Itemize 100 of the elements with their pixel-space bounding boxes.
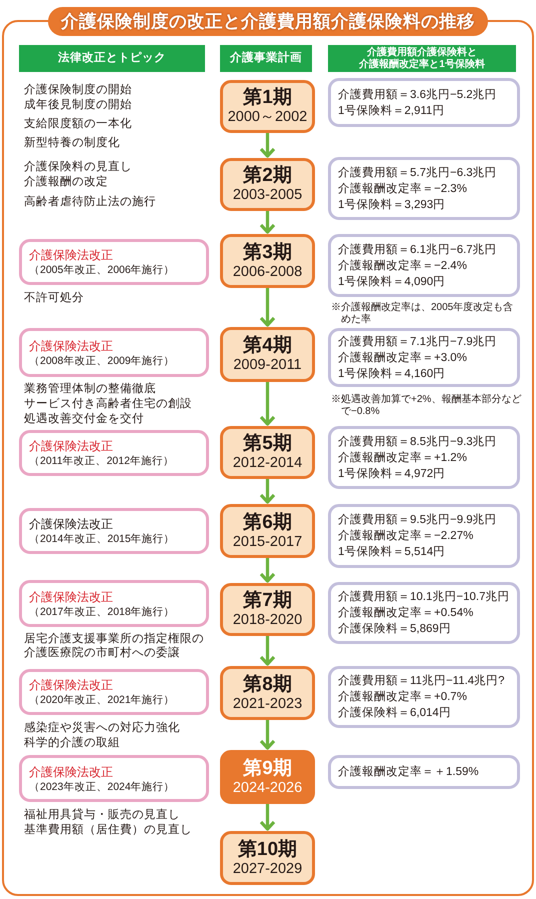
topic-text: サービス付き高齢者住宅の創設 [24, 397, 192, 411]
arrow [259, 211, 276, 234]
figures-box [328, 328, 520, 387]
period-title: 第8期 [243, 674, 292, 696]
header-text: 介護費用額介護保険料と [367, 46, 477, 58]
period-years: 2006-2008 [232, 264, 302, 280]
figure-text: 1号保険料＝4,160円 [338, 366, 446, 382]
topic-text: 居宅介護支援事業所の指定権限の介護医療院の市町村への委譲 [24, 632, 205, 660]
period-years: 2024-2026 [232, 780, 302, 796]
period-box [220, 504, 315, 558]
period-box [220, 426, 315, 479]
period-title: 第6期 [243, 512, 292, 534]
figures-box [328, 157, 520, 220]
figure-text: 1号保険料＝3,293円 [338, 198, 446, 212]
period-title: 第2期 [243, 165, 292, 187]
figure-text: 介護費用額＝10.1兆円−10.7兆円 [338, 590, 510, 605]
revision-title: 介護保険法改正 [29, 338, 113, 354]
revision-title: 介護保険法改正 [29, 247, 113, 263]
revision-dates: （2005年改正、2006年施行） [29, 263, 175, 277]
topic-text: 新型特養の制度化 [24, 136, 120, 150]
figure-text: 介護報酬改定率＝−2.4% [338, 258, 467, 274]
arrow [259, 558, 276, 583]
figure-text: 介護報酬改定率＝+1.2% [338, 450, 467, 466]
period-title: 第1期 [243, 87, 292, 109]
arrow [259, 720, 276, 750]
arrow [259, 288, 276, 327]
column-header [220, 45, 312, 72]
period-years: 2009-2011 [233, 357, 302, 374]
revision-title: 介護保険法改正 [29, 764, 113, 780]
revision-dates: （2014年改正、2015年施行） [29, 532, 175, 546]
period-title: 第5期 [243, 433, 292, 455]
figure-text: 介護費用額＝7.1兆円−7.9兆円 [338, 334, 497, 350]
figures-box [328, 666, 520, 728]
revision-title: 介護保険法改正 [29, 588, 113, 604]
topic-text: 処遇改善交付金を交付 [24, 412, 144, 426]
period-box [220, 158, 315, 211]
figures-box [328, 234, 520, 297]
period-title: 第4期 [243, 335, 292, 357]
topic-text: 介護報酬の改定 [24, 175, 108, 189]
topic-text: 感染症や災害への対応力強化 [24, 721, 180, 735]
period-box [220, 327, 315, 382]
revision-dates: （2008年改正、2009年施行） [29, 354, 175, 368]
footnote: ※処遇改善加算で+2%、報酬基本部分などで−0.8% [331, 394, 522, 418]
arrow [259, 804, 276, 831]
period-years: 2021-2023 [232, 696, 302, 712]
figure-text: 介護報酬改定率＝−2.27% [338, 528, 474, 544]
arrow [259, 382, 276, 426]
topic-text: 高齢者虐待防止法の施行 [24, 195, 156, 209]
header-text: 介護事業計画 [230, 52, 302, 65]
figure-text: 1号保険料＝2,911円 [338, 104, 444, 118]
period-years: 2027-2029 [232, 860, 302, 878]
revision-title: 介護保険法改正 [29, 438, 113, 454]
period-box [220, 666, 315, 720]
period-title: 第7期 [243, 590, 292, 612]
period-years: 2012-2014 [232, 455, 302, 472]
period-years: 2015-2017 [232, 534, 302, 550]
revision-box [19, 508, 209, 554]
figure-text: 介護費用額＝3.6兆円−5.2兆円 [338, 88, 497, 102]
figure-text: 介護費用額＝8.5兆円−9.3兆円 [338, 434, 497, 450]
period-years: 2000～2002 [228, 109, 308, 126]
arrow [259, 479, 276, 504]
topic-text: 福祉用具貸与・販売の見直し [24, 808, 180, 822]
column-header [19, 45, 205, 72]
figures-box [328, 582, 520, 644]
figure-text: 介護報酬改定率＝+0.7% [338, 690, 467, 705]
figures-box [328, 755, 520, 789]
revision-dates: （2011年改正、2012年施行） [29, 454, 174, 468]
period-box [220, 80, 315, 133]
figure-text: 介護保険料＝6,014円 [338, 706, 451, 721]
column-header [328, 45, 516, 72]
figure-text: 1号保険料＝4,972円 [338, 466, 446, 482]
topic-text: 成年後見制度の開始 [24, 98, 132, 112]
figure-text: 介護報酬改定率＝＋1.59% [338, 764, 479, 780]
arrow [259, 636, 276, 666]
footnote: ※介護報酬改定率は、2005年度改定も含めた率 [331, 302, 514, 326]
topic-text: 業務管理体制の整備徹底 [24, 382, 156, 396]
revision-title: 介護保険法改正 [29, 677, 113, 693]
figure-text: 介護費用額＝6.1兆円−6.7兆円 [338, 242, 497, 258]
figure-text: 介護費用額＝9.5兆円−9.9兆円 [338, 512, 497, 528]
period-title: 第3期 [243, 242, 292, 264]
topic-text: 介護保険料の見直し [24, 160, 132, 174]
figure-text: 介護報酬改定率＝−2.3% [338, 182, 467, 196]
figure-text: 1号保険料＝5,514円 [338, 544, 446, 560]
revision-dates: （2023年改正、2024年施行） [29, 780, 175, 794]
revision-box [19, 669, 209, 715]
figures-box [328, 426, 520, 489]
period-box [220, 750, 315, 804]
revision-dates: （2020年改正、2021年施行） [29, 693, 175, 707]
figure-text: 介護保険料＝5,869円 [338, 622, 451, 637]
topic-text: 不許可処分 [24, 291, 84, 305]
header-text: 法律改正とトピック [58, 52, 166, 65]
figure-text: 介護報酬改定率＝+3.0% [338, 350, 467, 366]
revision-dates: （2017年改正、2018年施行） [29, 604, 175, 618]
period-box [220, 583, 315, 636]
revision-box [19, 580, 209, 627]
topic-text: 介護保険制度の開始 [24, 83, 132, 97]
period-box [220, 831, 315, 885]
period-title: 第9期 [243, 758, 292, 780]
figure-text: 1号保険料＝4,090円 [338, 274, 446, 290]
figure-text: 介護費用額＝11兆円−11.4兆円? [338, 674, 505, 689]
